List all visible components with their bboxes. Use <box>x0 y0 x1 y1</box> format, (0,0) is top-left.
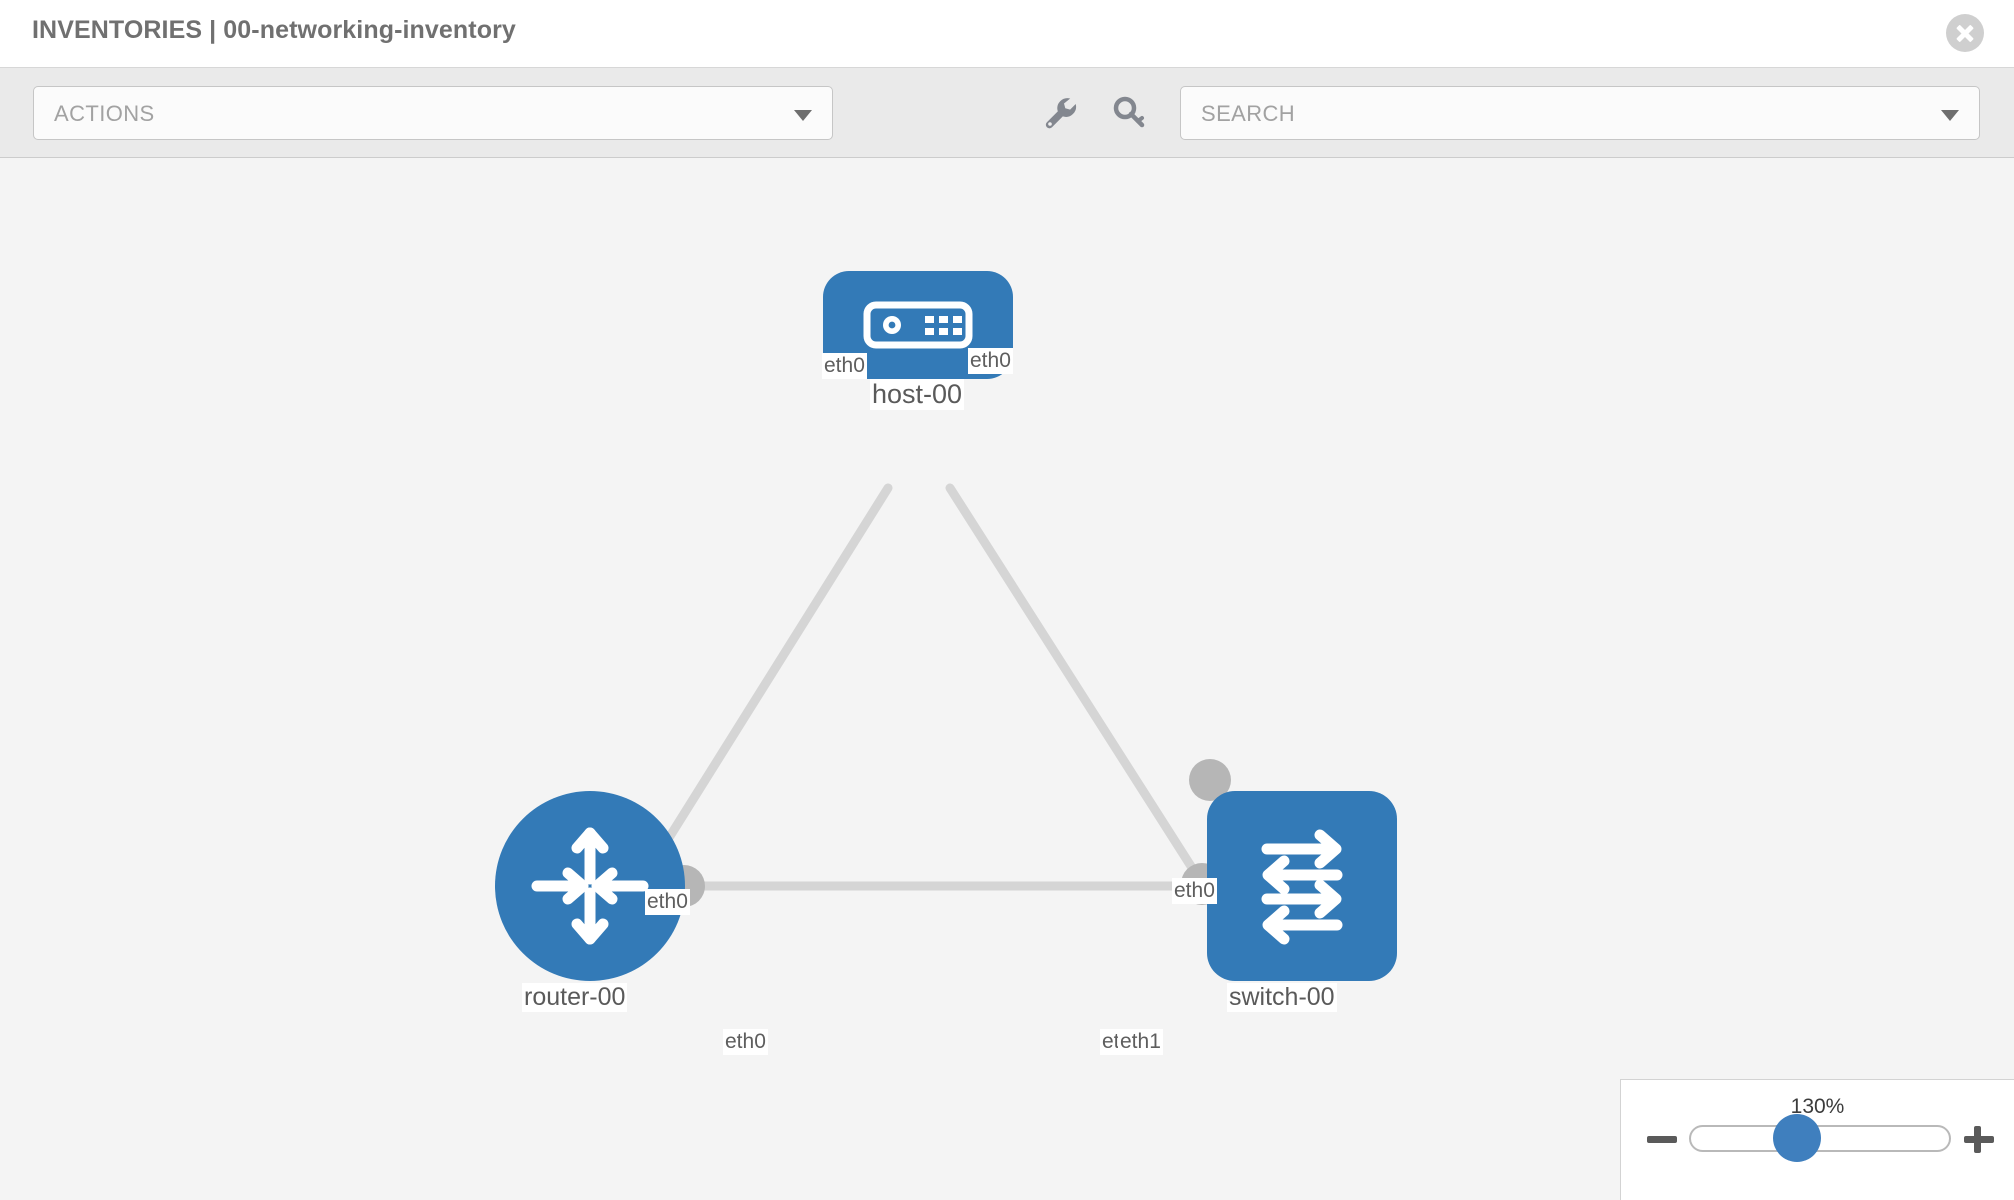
zoom-control-panel: 130% <box>1620 1079 2014 1200</box>
actions-dropdown[interactable]: ACTIONS <box>33 86 833 140</box>
chevron-down-icon <box>794 110 812 121</box>
search-input[interactable]: SEARCH <box>1180 86 1980 140</box>
actions-dropdown-label: ACTIONS <box>54 101 155 126</box>
edge-label-switch-up: eth0 <box>1172 878 1217 904</box>
server-icon <box>863 301 973 349</box>
edge-label-host-right: eth0 <box>968 348 1013 374</box>
close-icon[interactable] <box>1946 14 1984 52</box>
node-router-shape <box>495 791 685 981</box>
zoom-slider-thumb[interactable] <box>1773 1114 1821 1162</box>
page-title: INVENTORIES | 00-networking-inventory <box>32 16 516 44</box>
zoom-out-button[interactable] <box>1645 1122 1679 1156</box>
topology-canvas[interactable]: host-00 <box>0 158 2014 1200</box>
edge-label-host-left: eth0 <box>822 353 867 379</box>
switch-arrows-icon <box>1261 829 1343 945</box>
chevron-down-icon[interactable] <box>1941 110 1959 121</box>
topology-node-switch[interactable]: switch-00 <box>1181 759 1397 1012</box>
edge-label-router-up: eth0 <box>645 889 690 915</box>
node-router-label: router-00 <box>522 983 628 1012</box>
zoom-level-value: 130% <box>1790 1095 1845 1118</box>
link-host-switch[interactable] <box>945 483 1243 945</box>
edge-label-switch-left: eth1 <box>1118 1029 1163 1055</box>
topology-node-router[interactable]: router-00 <box>495 791 705 1012</box>
plus-icon-vertical <box>1974 1126 1981 1153</box>
edge-label-router-right: eth0 <box>723 1029 768 1055</box>
router-arrows-icon <box>531 827 649 945</box>
node-switch-label: switch-00 <box>1227 983 1337 1012</box>
node-host-label: host-00 <box>870 379 965 410</box>
node-switch-shape <box>1207 791 1397 981</box>
search-placeholder: SEARCH <box>1201 101 1296 126</box>
wrench-icon[interactable] <box>1040 92 1082 134</box>
title-bar: INVENTORIES | 00-networking-inventory <box>0 0 2014 68</box>
toolbar: ACTIONS SEARCH <box>0 68 2014 158</box>
minus-icon <box>1647 1136 1677 1143</box>
key-icon[interactable] <box>1108 92 1150 134</box>
zoom-in-button[interactable] <box>1962 1122 1996 1156</box>
